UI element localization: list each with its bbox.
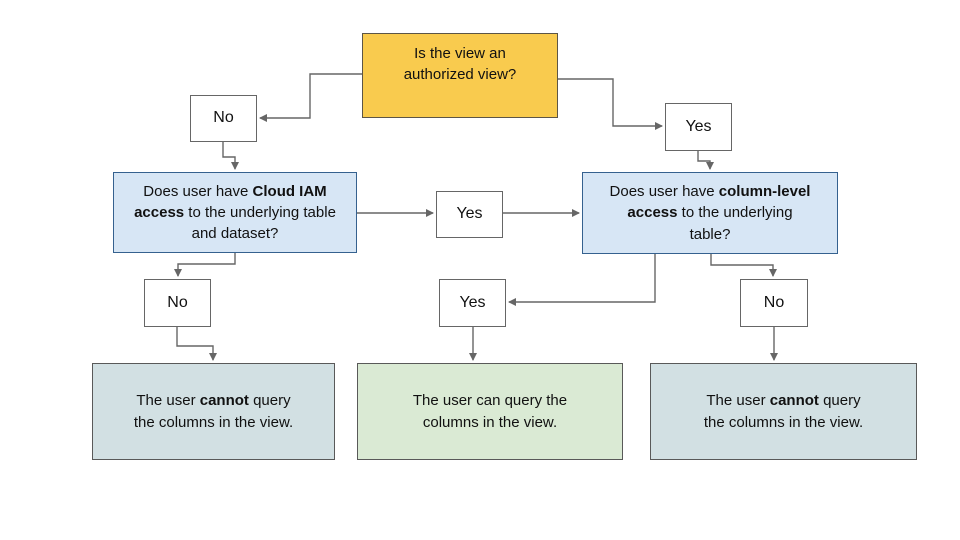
node-question-authorized-view: Is the view an authorized view? (362, 33, 558, 118)
connector-q-col-to-no3 (710, 254, 777, 277)
yes-label: Yes (685, 117, 712, 135)
connector-root-to-yes1 (558, 78, 663, 130)
connector-root-to-no1 (259, 73, 362, 122)
node-label-no-top-left: No (190, 95, 257, 142)
no-label: No (763, 293, 785, 311)
node-label-yes-top-right: Yes (665, 103, 732, 151)
connector-q-iam-to-no2 (174, 253, 236, 277)
result-can-query-label: The user can query the columns in the vi… (412, 392, 568, 431)
node-label-no-second-right: No (740, 279, 808, 327)
result-cannot-right-label: The user cannot query the columns in the… (703, 392, 864, 431)
node-result-cannot-query-left: The user cannot query the columns in the… (92, 363, 335, 460)
node-label-yes-second-middle: Yes (439, 279, 506, 327)
connector-no2-to-result-left (176, 327, 217, 361)
no-label: No (167, 293, 188, 311)
connector-no1-to-q-iam (222, 142, 239, 170)
connector-yes1-to-q-col (697, 151, 714, 170)
connector-q-col-to-yes2 (508, 254, 656, 306)
result-cannot-left-label: The user cannot query the columns in the… (133, 392, 294, 431)
question-column-level-label: Does user have column-level access to th… (609, 183, 811, 243)
node-label-no-second-left: No (144, 279, 211, 327)
yes-label: Yes (459, 293, 486, 311)
question-authorized-view-label: Is the view an authorized view? (403, 45, 517, 84)
node-question-cloud-iam-access: Does user have Cloud IAM access to the u… (113, 172, 357, 253)
yes-label: Yes (456, 205, 483, 223)
no-label: No (213, 109, 234, 127)
node-label-yes-middle: Yes (436, 191, 503, 238)
node-result-can-query: The user can query the columns in the vi… (357, 363, 623, 460)
node-result-cannot-query-right: The user cannot query the columns in the… (650, 363, 917, 460)
node-question-column-level-access: Does user have column-level access to th… (582, 172, 838, 254)
question-cloud-iam-label: Does user have Cloud IAM access to the u… (134, 182, 336, 243)
